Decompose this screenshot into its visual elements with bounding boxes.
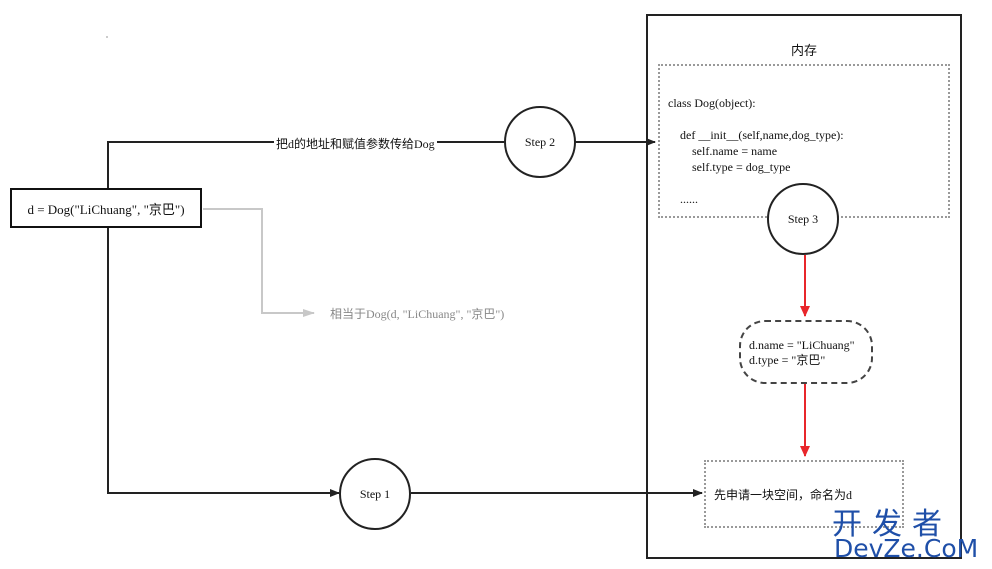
watermark-en: DevZe.CoM (834, 534, 979, 563)
label-equivalent: 相当于Dog(d, "LiChuang", "京巴") (330, 307, 505, 321)
allocation-text: 先申请一块空间，命名为d (714, 487, 853, 502)
memory-title: 内存 (790, 43, 817, 58)
code-line: def __init__(self,name,dog_type): (668, 128, 844, 142)
step-2-node: Step 2 (504, 106, 576, 178)
code-line: self.type = dog_type (668, 160, 791, 174)
edge-call-to-step1 (107, 228, 340, 497)
step-1-node: Step 1 (339, 458, 411, 530)
label-pass-address: 把d的地址和赋值参数传给Dog (274, 135, 437, 152)
stray-dot (106, 36, 108, 38)
step-3-node: Step 3 (767, 183, 839, 255)
watermark-cn: 开发者 (832, 507, 952, 542)
class-definition-box: class Dog(object): def __init__(self,nam… (658, 64, 950, 218)
code-line: ...... (668, 192, 698, 206)
attr-line-type: d.type = "京巴" (749, 353, 826, 367)
edge-equivalent (203, 208, 315, 317)
attr-line-name: d.name = "LiChuang" (749, 338, 855, 352)
allocation-box: 先申请一块空间，命名为d (704, 460, 904, 528)
step-2-label: Step 2 (524, 134, 556, 149)
step-1-label: Step 1 (359, 486, 391, 501)
call-expression-text: d = Dog("LiChuang", "京巴") (27, 201, 185, 217)
attribute-assignment-box: d.name = "LiChuang" d.type = "京巴" (739, 320, 873, 384)
step-3-label: Step 3 (787, 211, 819, 226)
call-expression-box: d = Dog("LiChuang", "京巴") (10, 188, 202, 228)
code-line: class Dog(object): (668, 96, 756, 110)
memory-region (646, 14, 962, 559)
code-line: self.name = name (668, 144, 778, 158)
